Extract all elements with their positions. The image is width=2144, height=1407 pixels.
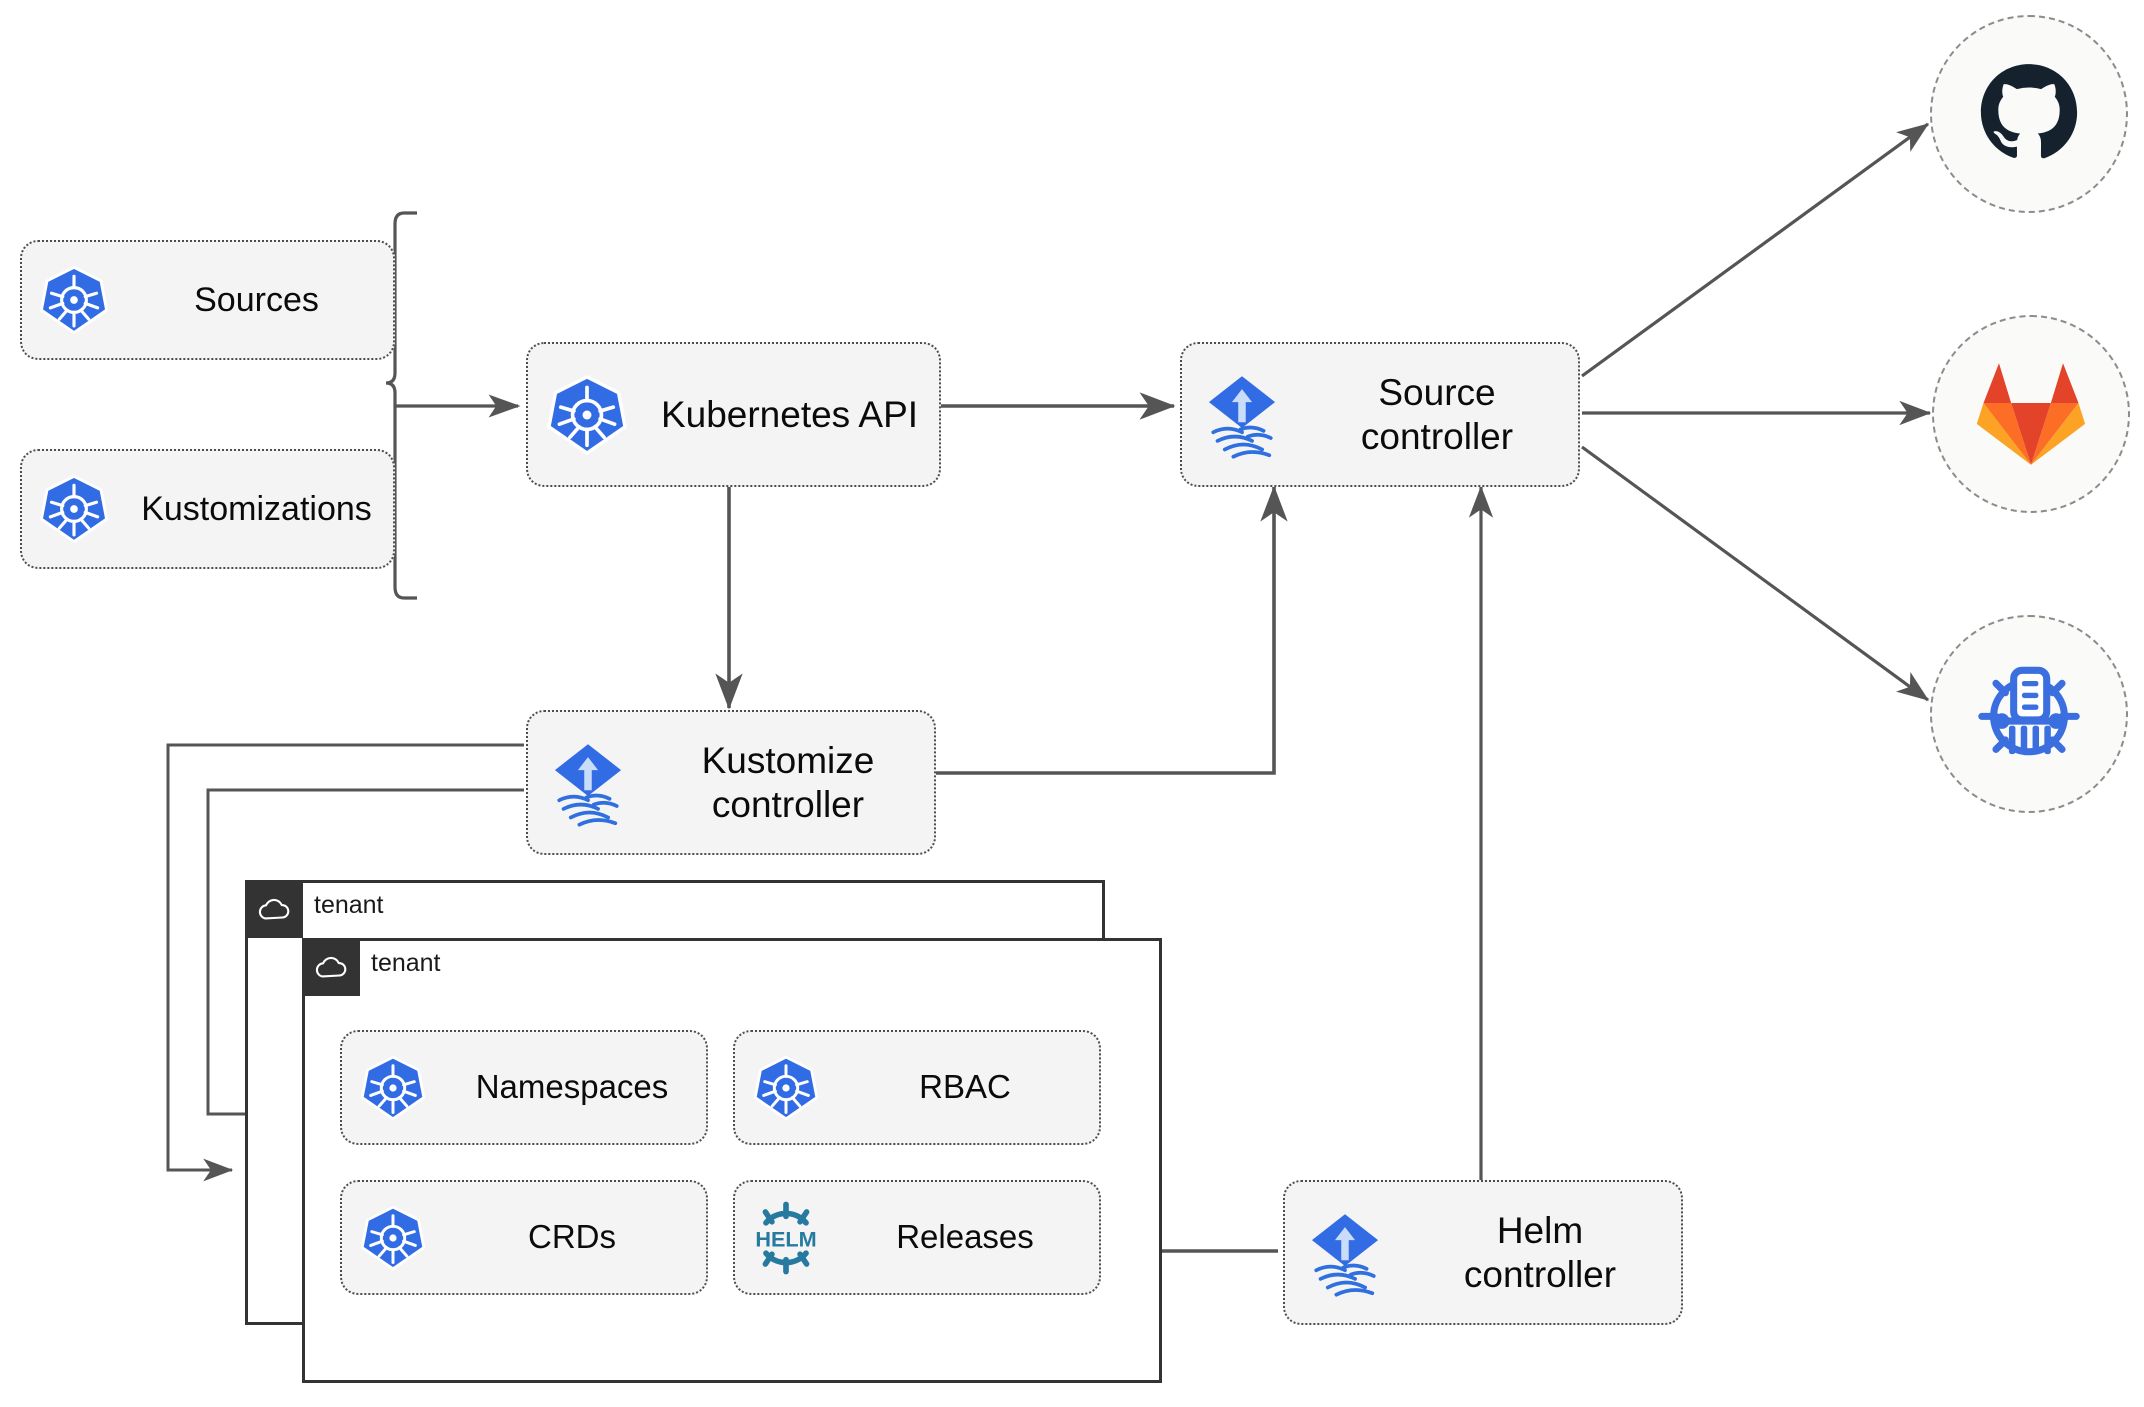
github-icon — [1980, 64, 2078, 159]
node-kustomizations-label: Kustomizations — [141, 489, 372, 528]
kubernetes-icon — [735, 1054, 837, 1122]
node-releases-label: Releases — [896, 1218, 1034, 1256]
node-kubernetes-api[interactable]: Kubernetes API — [526, 342, 941, 487]
node-sources-label: Sources — [194, 280, 319, 319]
wire-kustomize-controller-to-source-controller — [935, 485, 1288, 775]
flux-icon — [528, 737, 648, 829]
node-helm-controller-label: Helm controller — [1463, 1209, 1617, 1295]
badge-gitlab[interactable] — [1932, 315, 2130, 513]
node-kubernetes-api-label: Kubernetes API — [660, 393, 919, 435]
svg-text:HELM: HELM — [755, 1226, 816, 1251]
tenant-inner-label: tenant — [371, 949, 441, 977]
tenant-inner-container: tenant — [302, 938, 1162, 1383]
node-rbac[interactable]: RBAC — [733, 1030, 1101, 1145]
node-source-controller[interactable]: Source controller — [1180, 342, 1580, 487]
wire-source-controller-to-github — [1581, 122, 1930, 378]
kubernetes-icon — [528, 373, 646, 457]
tenant-outer-label: tenant — [314, 891, 384, 919]
node-crds[interactable]: CRDs — [340, 1180, 708, 1295]
helm-repository-icon — [1978, 666, 2080, 756]
kubernetes-icon — [342, 1054, 444, 1122]
badge-helm-repository[interactable] — [1930, 615, 2128, 813]
node-kustomizations[interactable]: Kustomizations — [20, 449, 395, 569]
helm-icon: HELM — [735, 1199, 837, 1277]
node-rbac-label: RBAC — [919, 1068, 1011, 1106]
node-releases[interactable]: HELM Releases — [733, 1180, 1101, 1295]
node-source-controller-label: Source controller — [1360, 371, 1514, 457]
node-kustomize-controller-label: Kustomize controller — [701, 739, 875, 825]
wire-source-controller-to-helm-repository — [1581, 445, 1930, 702]
node-sources[interactable]: Sources — [20, 240, 395, 360]
badge-github[interactable] — [1930, 15, 2128, 213]
node-kustomize-controller[interactable]: Kustomize controller — [526, 710, 936, 855]
cloud-icon — [245, 880, 303, 938]
node-helm-controller[interactable]: Helm controller — [1283, 1180, 1683, 1325]
kubernetes-icon — [22, 264, 126, 336]
kubernetes-icon — [342, 1204, 444, 1272]
node-namespaces-label: Namespaces — [475, 1068, 669, 1106]
gitlab-icon — [1976, 363, 2086, 465]
kubernetes-icon — [22, 473, 126, 545]
node-crds-label: CRDs — [528, 1218, 616, 1256]
flux-icon — [1182, 369, 1302, 461]
cloud-icon — [302, 938, 360, 996]
flux-icon — [1285, 1207, 1405, 1299]
node-namespaces[interactable]: Namespaces — [340, 1030, 708, 1145]
